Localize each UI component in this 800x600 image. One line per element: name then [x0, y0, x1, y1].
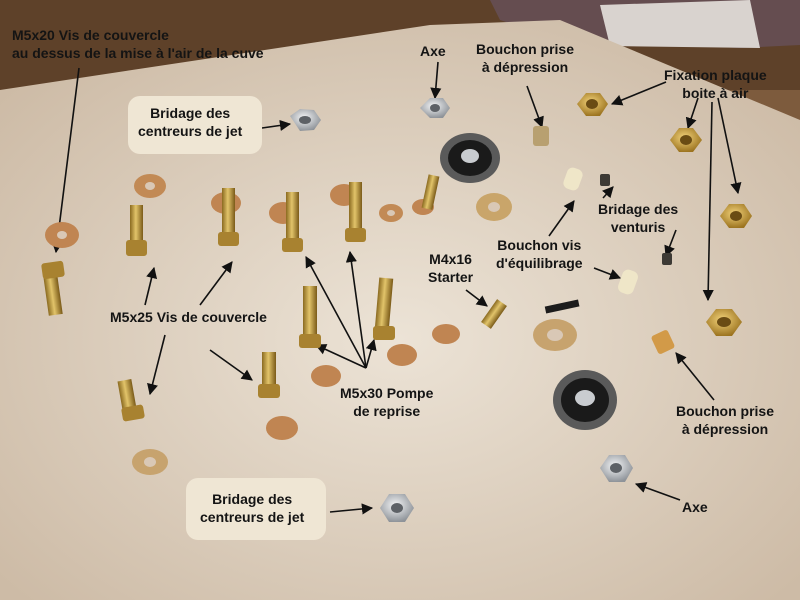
- paper-sheet: [0, 20, 800, 600]
- label-bouchon-prise-bottom: Bouchon prise à dépression: [676, 403, 775, 437]
- small-parts: [544, 167, 672, 314]
- label-m5x25: M5x25 Vis de couvercle: [110, 309, 267, 325]
- label-box-bridage-top: [128, 96, 262, 154]
- annotation-arrows: [51, 61, 742, 515]
- label-bridage-centreurs-bottom: Bridage des centreurs de jet: [200, 491, 305, 525]
- label-m5x20: M5x20 Vis de couvercle au dessus de la m…: [12, 27, 264, 61]
- label-m4x16-starter: M4x16 Starter: [428, 251, 474, 285]
- label-box-bridage-bottom: [186, 478, 326, 540]
- label-bridage-centreurs-top: Bridage des centreurs de jet: [138, 105, 243, 139]
- label-bridage-venturis: Bridage des venturis: [598, 201, 679, 235]
- bolts: [41, 126, 675, 422]
- nuts: [290, 93, 752, 522]
- bearings: [440, 133, 617, 430]
- label-bouchon-prise-top: Bouchon prise à dépression: [476, 41, 575, 75]
- label-axe-bottom: Axe: [682, 499, 708, 515]
- label-axe-top: Axe: [420, 43, 446, 59]
- label-bouchon-vis-equilibrage: Bouchon vis d'équilibrage: [496, 237, 583, 271]
- label-m5x30-pompe: M5x30 Pompe de reprise: [340, 385, 434, 419]
- label-fixation-plaque: Fixation plaque boite à air: [664, 67, 767, 101]
